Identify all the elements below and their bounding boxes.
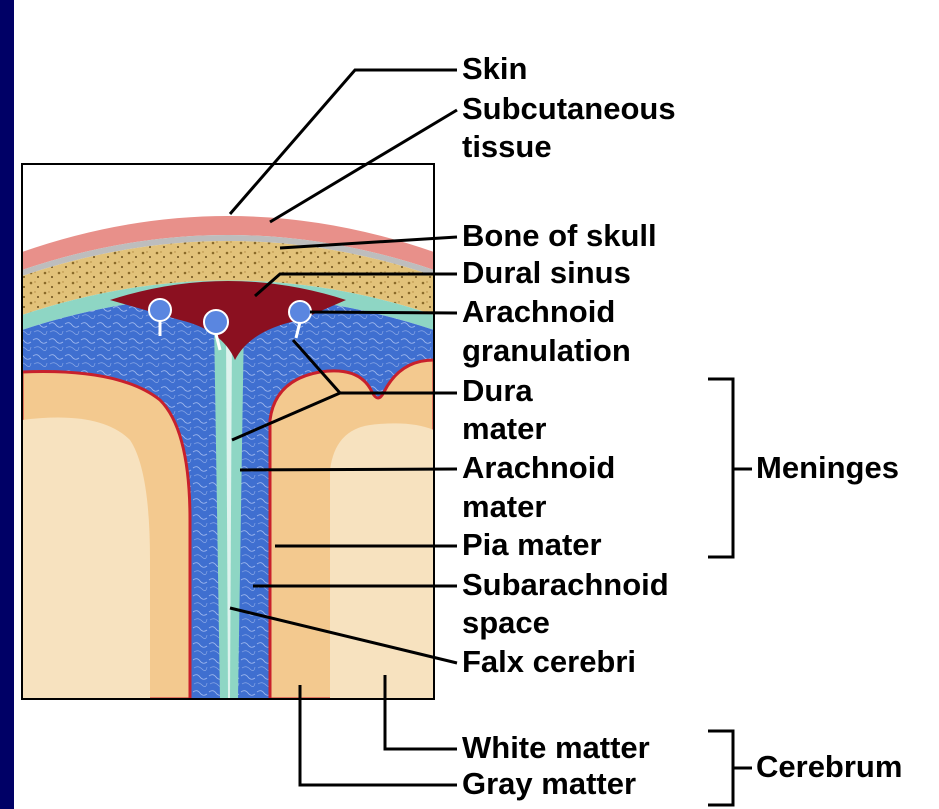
label-skin: Skin — [462, 50, 527, 88]
label-subcutaneous-line2: tissue — [462, 128, 552, 166]
label-gray-matter: Gray matter — [462, 765, 636, 803]
label-pia-mater: Pia mater — [462, 526, 602, 564]
label-arachnoid-mater-line2: mater — [462, 488, 546, 526]
label-dural-sinus: Dural sinus — [462, 254, 631, 292]
label-arachnoid-mater-line1: Arachnoid — [462, 449, 615, 487]
arachnoid-granulation-right — [289, 301, 311, 323]
label-subcutaneous-line1: Subcutaneous — [462, 90, 676, 128]
label-white-matter: White matter — [462, 729, 650, 767]
label-cerebrum: Cerebrum — [756, 748, 902, 786]
arachnoid-granulation-left — [149, 299, 171, 321]
label-bone-of-skull: Bone of skull — [462, 217, 657, 255]
label-arachnoid-granulation-line1: Arachnoid — [462, 293, 615, 331]
label-falx-cerebri: Falx cerebri — [462, 643, 636, 681]
label-subarachnoid-line2: space — [462, 604, 550, 642]
label-arachnoid-granulation-line2: granulation — [462, 332, 631, 370]
label-dura-line2: mater — [462, 410, 546, 448]
tissue-illustration — [22, 164, 434, 699]
label-subarachnoid-line1: Subarachnoid — [462, 566, 669, 604]
arachnoid-granulation-mid — [204, 310, 228, 334]
white-matter-right — [330, 423, 434, 699]
label-dura-line1: Dura — [462, 372, 533, 410]
white-matter-left — [22, 418, 150, 700]
label-meninges: Meninges — [756, 449, 899, 487]
